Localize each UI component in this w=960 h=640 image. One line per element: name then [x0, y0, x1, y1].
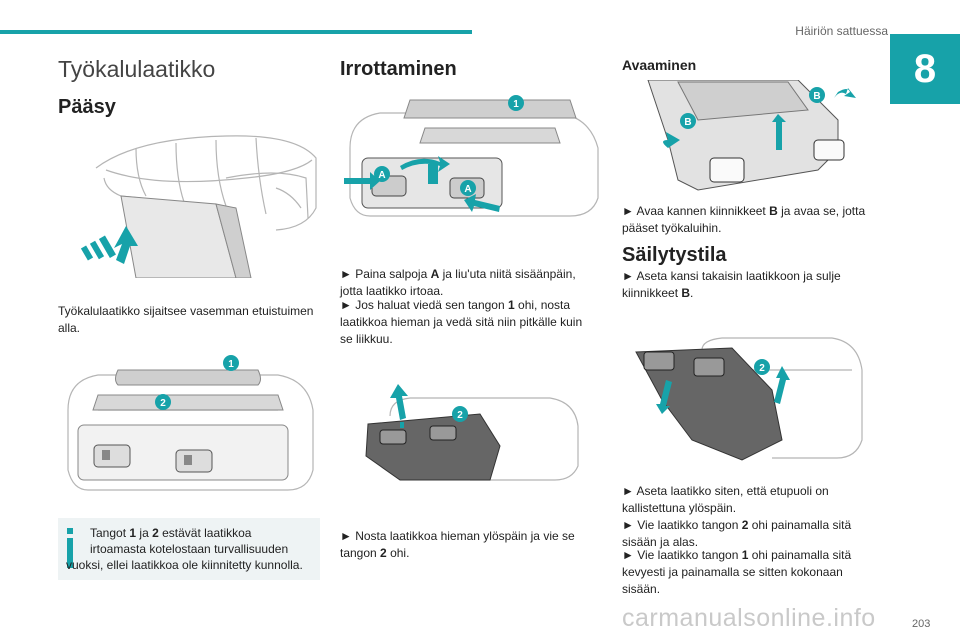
- opening-step-1: ► Avaa kannen kiinnikkeet B ja avaa se, …: [622, 204, 866, 235]
- callout-B-left: B: [684, 117, 691, 128]
- info-text-lines: Tangot 1 ja 2 estävät laatikkoa irtoamas…: [90, 526, 289, 556]
- removal-latches-illustration: 1 A A: [344, 95, 599, 217]
- removal-lift-illustration: 2: [365, 384, 579, 481]
- removal-step-1: ► Paina salpoja A ja liu'uta niitä sisää…: [340, 267, 576, 298]
- callout-A-right: A: [464, 184, 471, 195]
- section-title: Häiriön sattuessa: [795, 24, 888, 38]
- toolbox-bars-illustration: 1 2: [67, 355, 314, 491]
- access-paragraph: Työkalulaatikko sijaitsee vasemman etuis…: [58, 304, 314, 335]
- subtitle-opening: Avaaminen: [622, 57, 697, 73]
- storage-insert-illustration: 2: [635, 337, 863, 461]
- info-icon: [67, 528, 73, 568]
- callout-2: 2: [457, 410, 463, 421]
- watermark: carmanualsonline.info: [622, 604, 876, 632]
- opening-clips-illustration: B B: [647, 80, 856, 191]
- subtitle-access: Pääsy: [58, 96, 116, 118]
- callout-B-right: B: [813, 91, 820, 102]
- subtitle-storage: Säilytystila: [622, 244, 727, 266]
- info-box: Tangot 1 ja 2 estävät laatikkoa irtoamas…: [58, 518, 320, 580]
- callout-1: 1: [513, 99, 519, 110]
- page-title: Työkalulaatikko: [58, 56, 216, 82]
- storage-step-4: ► Vie laatikko tangon 1 ohi painamalla s…: [622, 548, 852, 596]
- callout-1: 1: [228, 359, 234, 370]
- storage-step-1: ► Aseta kansi takaisin laatikkoon ja sul…: [622, 269, 841, 300]
- callout-2: 2: [160, 398, 166, 409]
- chapter-badge: 8: [890, 34, 960, 104]
- removal-step-3: ► Nosta laatikkoa hieman ylöspäin ja vie…: [340, 529, 575, 560]
- storage-step-3: ► Vie laatikko tangon 2 ohi painamalla s…: [622, 518, 852, 549]
- storage-step-2: ► Aseta laatikko siten, että etupuoli on…: [622, 484, 829, 515]
- callout-marker: 1: [223, 355, 239, 371]
- removal-step-2: ► Jos haluat viedä sen tangon 1 ohi, nos…: [340, 298, 583, 346]
- callout-2: 2: [759, 363, 765, 374]
- header-accent-bar: [0, 30, 472, 34]
- title-removal: Irrottaminen: [340, 58, 457, 80]
- page-number: 203: [912, 618, 931, 630]
- seat-illustration: [80, 135, 317, 278]
- callout-A-left: A: [378, 170, 385, 181]
- info-text-last-line: vuoksi, ellei laatikkoa ole kiinnitetty …: [66, 558, 303, 572]
